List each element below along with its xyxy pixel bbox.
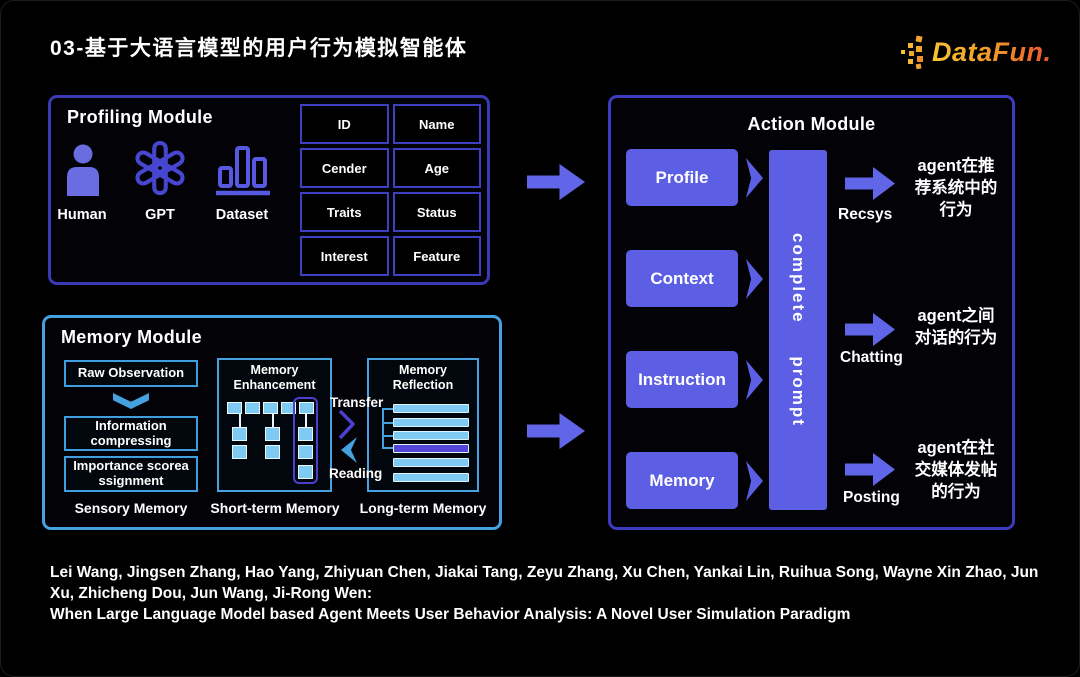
short-term-memory-box: Memory Enhancement bbox=[217, 358, 332, 492]
memory-bar-highlighted bbox=[393, 444, 469, 453]
citation-paper-title: When Large Language Model based Agent Me… bbox=[50, 605, 851, 623]
reading-label: Reading bbox=[329, 466, 383, 481]
memory-enhancement-title: Memory Enhancement bbox=[233, 363, 316, 392]
recsys-label: Recsys bbox=[838, 206, 893, 223]
dataset-icon-label: Dataset bbox=[215, 207, 269, 223]
tree-connector bbox=[305, 414, 307, 427]
chatting-label: Chatting bbox=[840, 349, 903, 366]
memory-module-title: Memory Module bbox=[61, 327, 202, 347]
memory-bar bbox=[393, 418, 469, 427]
memory-bar bbox=[393, 473, 469, 482]
memory-bar bbox=[393, 458, 469, 467]
reading-arrow-icon bbox=[341, 437, 357, 463]
bracket bbox=[382, 408, 393, 410]
posting-label: Posting bbox=[843, 489, 900, 506]
citation-authors: Lei Wang, Jingsen Zhang, Hao Yang, Zhiyu… bbox=[50, 564, 1039, 602]
action-module-title: Action Module bbox=[747, 114, 876, 134]
tree-square bbox=[232, 427, 247, 441]
table-cell: Name bbox=[392, 104, 481, 144]
tree-square bbox=[232, 445, 247, 459]
posting-desc: agent在社交媒体发帖的行为 bbox=[914, 439, 998, 501]
profile-button: Profile bbox=[626, 149, 738, 206]
dataset-icon bbox=[216, 146, 270, 196]
table-cell: Feature bbox=[392, 236, 481, 276]
gpt-icon-label: GPT bbox=[145, 207, 175, 223]
bracket bbox=[382, 447, 393, 449]
bracket bbox=[382, 422, 393, 424]
table-cell: Cender bbox=[300, 148, 389, 188]
long-term-memory-label: Long-term Memory bbox=[359, 500, 487, 516]
complete-prompt-bar: complete prompt bbox=[769, 150, 827, 510]
chatting-desc: agent之间对话的行为 bbox=[914, 307, 998, 347]
short-term-memory-label: Short-term Memory bbox=[210, 500, 340, 516]
memory-bar bbox=[393, 431, 469, 440]
tree-square bbox=[265, 427, 280, 441]
tree-square bbox=[298, 427, 313, 441]
importance-score-box: Importance scorea ssignment bbox=[64, 456, 198, 492]
bracket bbox=[382, 408, 384, 449]
profiling-module-title: Profiling Module bbox=[67, 107, 213, 127]
table-cell: Age bbox=[392, 148, 481, 188]
tree-connector bbox=[272, 414, 274, 427]
recsys-desc: agent在推荐系统中的行为 bbox=[914, 157, 998, 219]
page-title: 03-基于大语言模型的用户行为模拟智能体 bbox=[50, 37, 468, 60]
table-cell: Traits bbox=[300, 192, 389, 232]
bracket bbox=[382, 435, 393, 437]
tree-square bbox=[298, 465, 313, 479]
gpt-icon bbox=[135, 140, 185, 196]
memory-button: Memory bbox=[626, 452, 738, 509]
table-cell: Interest bbox=[300, 236, 389, 276]
logo-text: DataFun. bbox=[932, 36, 1052, 67]
profile-attribute-table: ID Name Cender Age Traits Status Interes… bbox=[300, 104, 481, 276]
tree-square bbox=[265, 445, 280, 459]
tree-square bbox=[299, 402, 314, 414]
tree-square bbox=[227, 402, 242, 414]
table-cell: ID bbox=[300, 104, 389, 144]
tree-connector bbox=[239, 414, 241, 427]
memory-reflection-title: Memory Reflection bbox=[392, 363, 454, 392]
sensory-memory-label: Sensory Memory bbox=[74, 500, 188, 516]
human-icon-label: Human bbox=[57, 207, 107, 223]
tree-square bbox=[245, 402, 260, 414]
logo-dots-icon bbox=[901, 35, 923, 70]
tree-highlight-outline bbox=[293, 397, 318, 484]
tree-square bbox=[263, 402, 278, 414]
tree-square bbox=[281, 402, 296, 414]
raw-observation-box: Raw Observation bbox=[64, 360, 198, 387]
flow-arrow-top-icon bbox=[527, 164, 585, 200]
instruction-button: Instruction bbox=[626, 351, 738, 408]
transfer-label: Transfer bbox=[330, 395, 384, 410]
complete-prompt-label: complete prompt bbox=[789, 233, 808, 427]
datafun-logo: DataFun. bbox=[896, 30, 1052, 74]
long-term-memory-box: Memory Reflection bbox=[367, 358, 479, 492]
transfer-arrow-icon bbox=[338, 409, 355, 440]
human-icon bbox=[67, 144, 99, 196]
context-button: Context bbox=[626, 250, 738, 307]
flow-arrow-bottom-icon bbox=[527, 413, 585, 449]
memory-bar bbox=[393, 404, 469, 413]
tree-square bbox=[298, 445, 313, 459]
table-cell: Status bbox=[392, 192, 481, 232]
information-compressing-box: Information compressing bbox=[64, 416, 198, 451]
citation: Lei Wang, Jingsen Zhang, Hao Yang, Zhiyu… bbox=[50, 563, 1050, 626]
